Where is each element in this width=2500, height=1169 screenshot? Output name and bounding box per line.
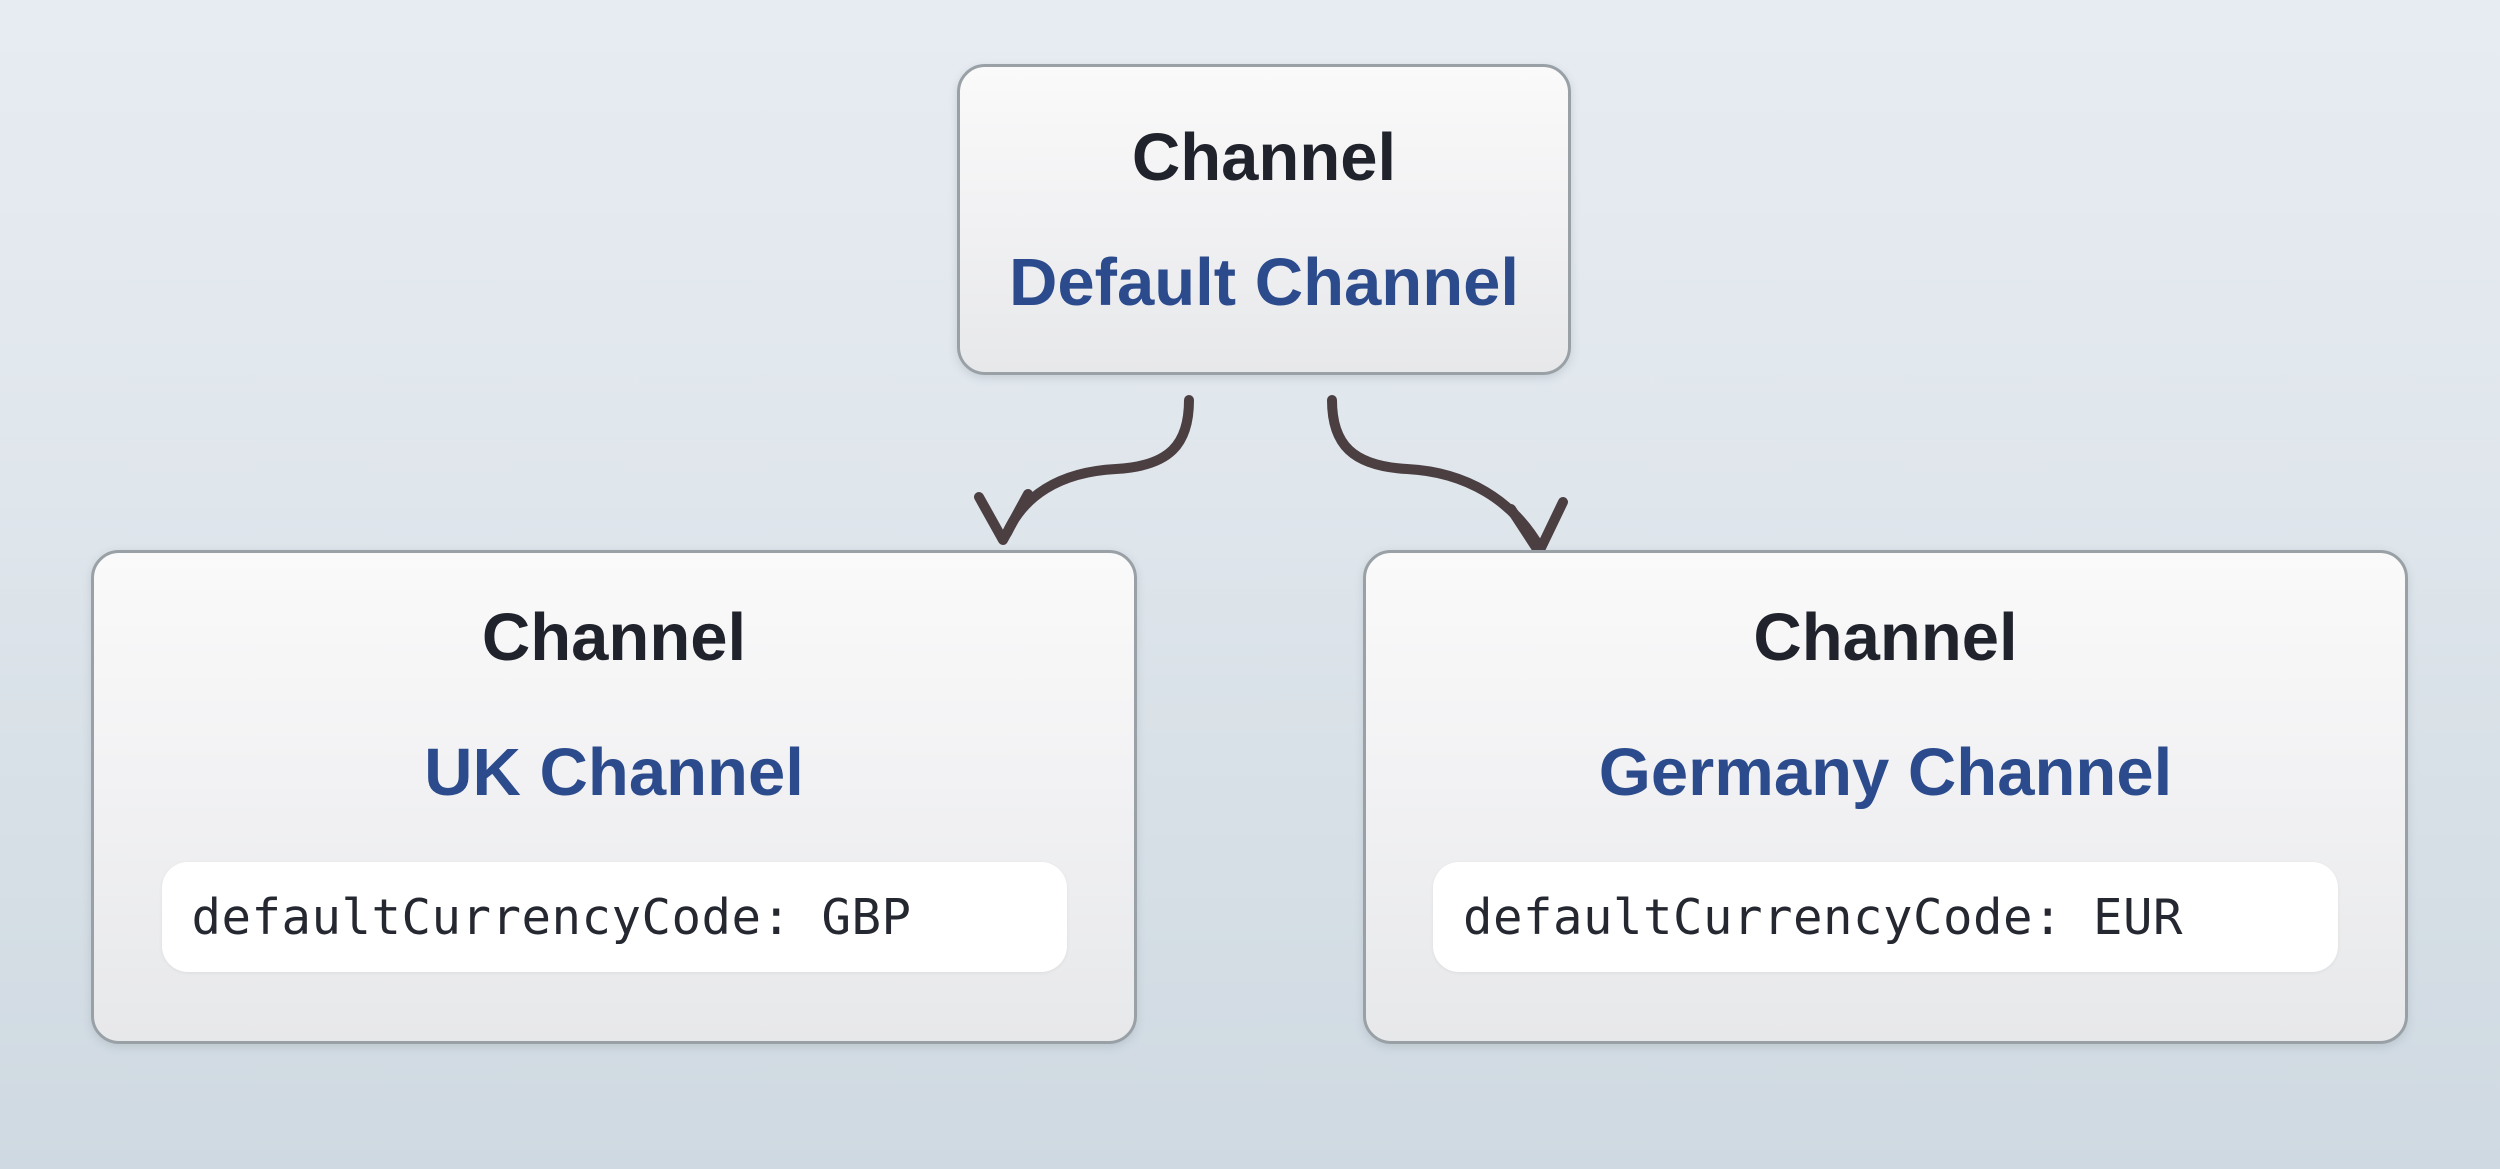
node-type-label: Channel [481,600,747,675]
node-uk-channel: Channel UK Channel defaultCurrencyCode: … [91,550,1137,1044]
node-type-label: Channel [1131,119,1397,195]
node-default-channel: Channel Default Channel [957,64,1571,375]
node-attribute-pill: defaultCurrencyCode: EUR [1433,862,2338,972]
node-type-label: Channel [1753,600,2018,675]
node-name-label: Germany Channel [1598,735,2173,810]
node-attribute-pill: defaultCurrencyCode: GBP [161,862,1067,972]
arrow-to-germany-channel [1327,395,1545,553]
arrowhead-to-uk-channel [974,489,1033,545]
node-germany-channel: Channel Germany Channel defaultCurrencyC… [1363,550,2408,1044]
node-name-label: UK Channel [424,735,804,810]
arrow-to-uk-channel [1002,395,1194,538]
node-name-label: Default Channel [1009,244,1519,320]
arrowhead-to-germany-channel [1506,497,1568,557]
